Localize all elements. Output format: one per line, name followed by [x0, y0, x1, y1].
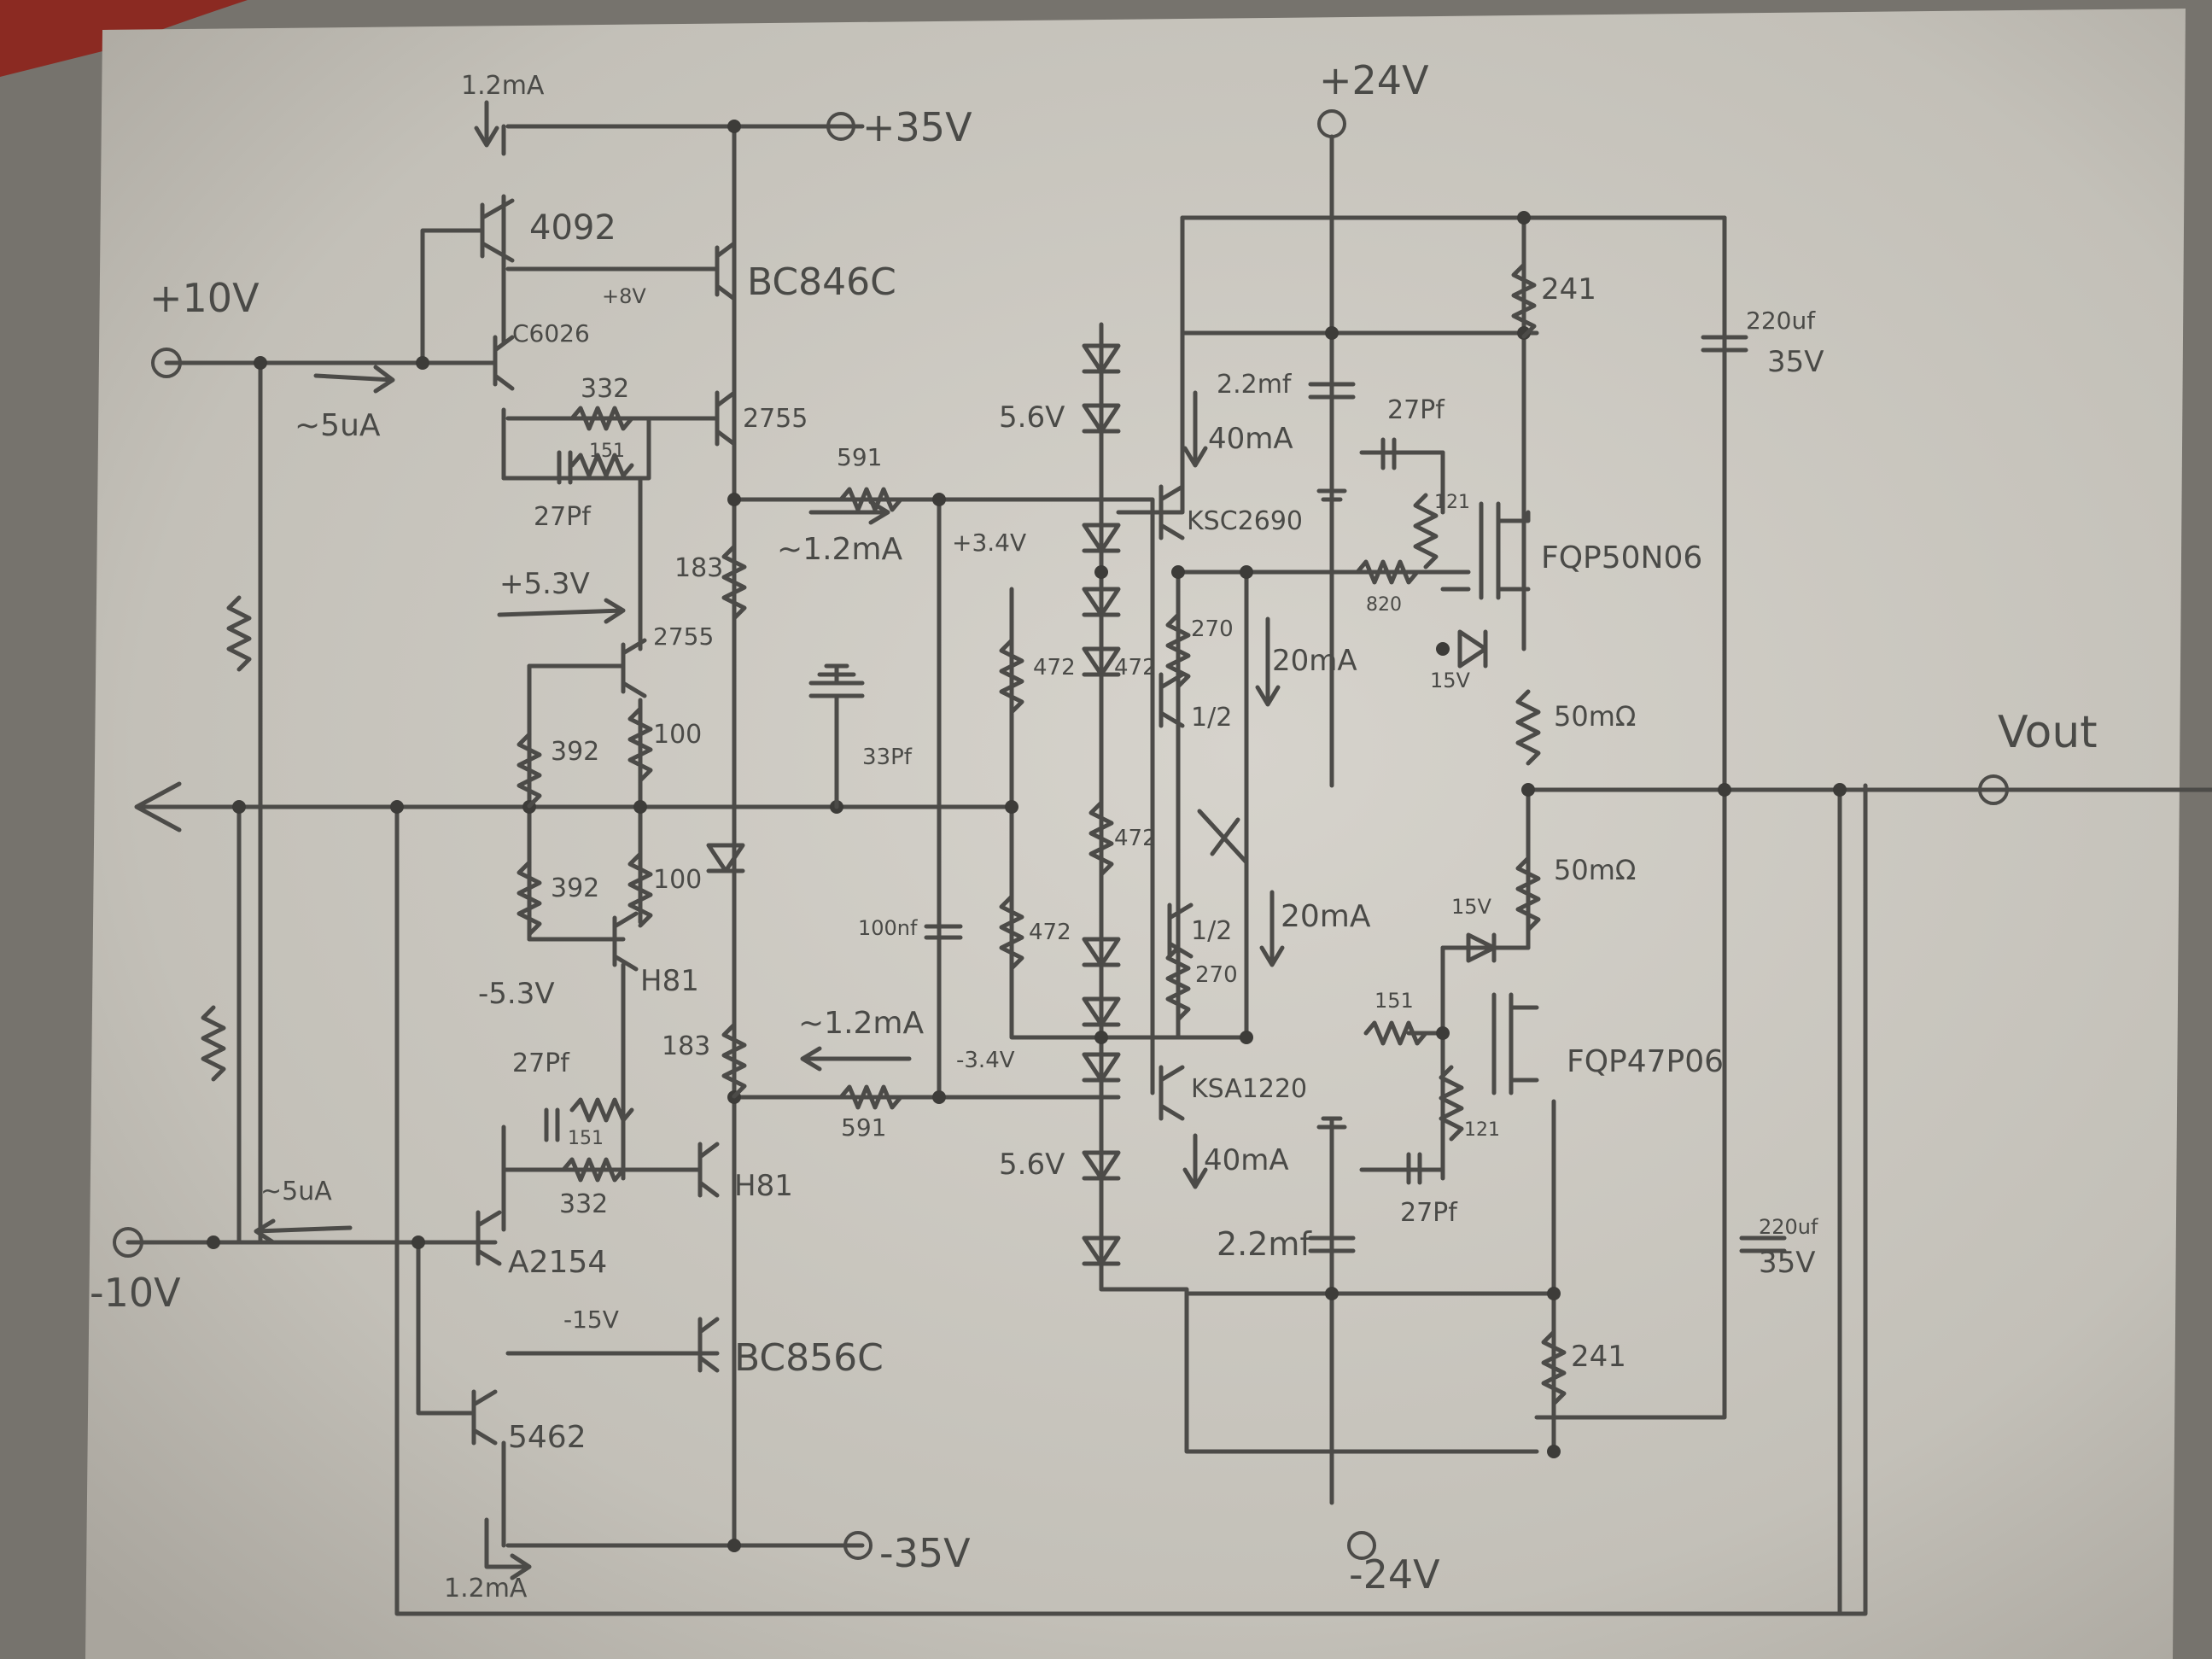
label-r591-top: 591 — [837, 443, 882, 471]
current-arrows — [254, 100, 1285, 1580]
label-q-h81-mid: H81 — [640, 964, 699, 998]
label-r270-bot: 270 — [1195, 962, 1238, 988]
terminal-neg24 — [1347, 1531, 1376, 1560]
label-r183-top: 183 — [674, 553, 723, 583]
label-r332-bot: 332 — [559, 1189, 608, 1219]
label-z15-top: 15V — [1430, 669, 1471, 692]
label-r151-bot: 151 — [568, 1128, 604, 1149]
label-pos35: +35V — [862, 104, 972, 150]
label-q-h81-low: H81 — [734, 1169, 793, 1203]
label-r241-top: 241 — [1541, 272, 1596, 307]
label-r121-top: 121 — [1434, 492, 1470, 513]
terminal-pos24 — [1317, 109, 1346, 138]
label-z15-bot: 15V — [1451, 895, 1492, 919]
label-i-12ma-mid-bot: ~1.2mA — [798, 1006, 924, 1041]
label-i-40ma-bot: 40mA — [1204, 1143, 1289, 1177]
label-r820: 820 — [1366, 594, 1402, 616]
terminal-neg35 — [843, 1531, 873, 1560]
label-v-34-pos: +3.4V — [952, 529, 1026, 557]
resistor-symbols — [201, 262, 1567, 1406]
label-r591-bot: 591 — [841, 1113, 886, 1142]
label-r392-b: 392 — [551, 873, 599, 903]
label-pos24: +24V — [1319, 57, 1429, 103]
capacitor-symbols — [544, 335, 1787, 1253]
label-r270-top: 270 — [1191, 616, 1234, 642]
ground-arrow — [134, 781, 182, 832]
label-c33: 33Pf — [862, 745, 913, 770]
label-r472-b: 472 — [1114, 826, 1157, 851]
label-c220-top: 220uf — [1746, 307, 1816, 335]
label-c27-bot-right: 27Pf — [1400, 1198, 1458, 1228]
label-i-5ua-top: ~5uA — [295, 408, 381, 443]
label-i-12ma-top: 1.2mA — [461, 71, 545, 101]
label-r151-right: 151 — [1374, 989, 1414, 1013]
label-q-5462: 5462 — [508, 1420, 587, 1455]
label-i-20ma-bot: 20mA — [1281, 899, 1371, 934]
label-i-40ma-top: 40mA — [1208, 422, 1293, 456]
label-pos10: +10V — [149, 275, 260, 321]
label-r332-top: 332 — [581, 374, 629, 404]
terminal-pos10 — [151, 348, 182, 378]
label-r100-b: 100 — [653, 865, 702, 895]
label-m-fqp47p06: FQP47P06 — [1567, 1044, 1724, 1079]
label-r50m-bot: 50mΩ — [1554, 854, 1636, 886]
label-q-ksa1220: KSA1220 — [1191, 1074, 1307, 1104]
diode-symbols — [706, 343, 1497, 1266]
label-neg24: -24V — [1349, 1551, 1440, 1598]
label-q-half-top: 1/2 — [1191, 703, 1232, 733]
label-r151-top: 151 — [589, 441, 625, 462]
label-c22-bot: 2.2mf — [1217, 1225, 1312, 1263]
label-c35-bot: 35V — [1759, 1246, 1816, 1280]
label-z56-bot: 5.6V — [999, 1148, 1065, 1182]
label-c35-top: 35V — [1767, 345, 1824, 379]
labels: +10V -10V +35V -35V +24V -24V Vout 4092 … — [90, 57, 2098, 1604]
label-r183-bot: 183 — [662, 1031, 710, 1061]
label-i-5ua-bot: ~5uA — [260, 1177, 332, 1206]
label-q-ksc2690: KSC2690 — [1187, 506, 1303, 536]
terminals — [113, 109, 2009, 1560]
label-i-12ma-bot: 1.2mA — [444, 1574, 528, 1604]
label-c27-bot-left: 27Pf — [512, 1049, 570, 1078]
label-q-2755-top: 2755 — [743, 404, 808, 434]
label-q-half-bot: 1/2 — [1191, 916, 1232, 946]
label-q-bc846c: BC846C — [747, 260, 896, 304]
label-q-bc856c: BC856C — [734, 1336, 884, 1380]
label-r472-a: 472 — [1033, 655, 1076, 681]
label-r392-a: 392 — [551, 737, 599, 767]
label-q-c6026: C6026 — [512, 319, 590, 348]
label-v-34-neg: -3.4V — [956, 1048, 1015, 1073]
label-r472-c: 472 — [1029, 920, 1071, 945]
label-neg10: -10V — [90, 1270, 181, 1316]
label-r100-a: 100 — [653, 720, 702, 750]
label-vout: Vout — [1998, 707, 2098, 758]
label-v-15-neg: -15V — [563, 1306, 619, 1334]
label-v-8v: +8V — [602, 284, 646, 308]
terminal-pos35 — [826, 112, 855, 141]
terminal-neg10 — [113, 1227, 143, 1258]
label-q-a2154: A2154 — [508, 1245, 607, 1280]
label-q-4092: 4092 — [529, 208, 616, 248]
transistor-symbols — [458, 198, 1539, 1446]
label-i-20ma-top: 20mA — [1272, 644, 1357, 678]
label-c220-bot: 220uf — [1759, 1215, 1818, 1239]
label-c27-top-left: 27Pf — [534, 502, 592, 532]
label-q-2755-mid: 2755 — [653, 622, 714, 651]
label-z56-top: 5.6V — [999, 400, 1065, 435]
label-r472-d: 472 — [1114, 655, 1157, 681]
label-v-53-pos: +5.3V — [499, 567, 590, 601]
label-v-53-neg: -5.3V — [478, 977, 555, 1011]
junction-dots — [207, 120, 1847, 1552]
wiring — [125, 124, 2212, 1616]
label-m-fqp50n06: FQP50N06 — [1541, 540, 1702, 575]
label-r241-bot: 241 — [1571, 1340, 1626, 1374]
label-i-12ma-mid-top: ~1.2mA — [777, 532, 902, 567]
label-c22-top: 2.2mf — [1217, 370, 1293, 400]
label-r50m-top: 50mΩ — [1554, 700, 1636, 733]
label-neg35: -35V — [879, 1530, 971, 1576]
label-c27-top-right: 27Pf — [1387, 395, 1445, 425]
label-c100n: 100nf — [858, 916, 918, 940]
label-r121-bot: 121 — [1464, 1119, 1500, 1141]
